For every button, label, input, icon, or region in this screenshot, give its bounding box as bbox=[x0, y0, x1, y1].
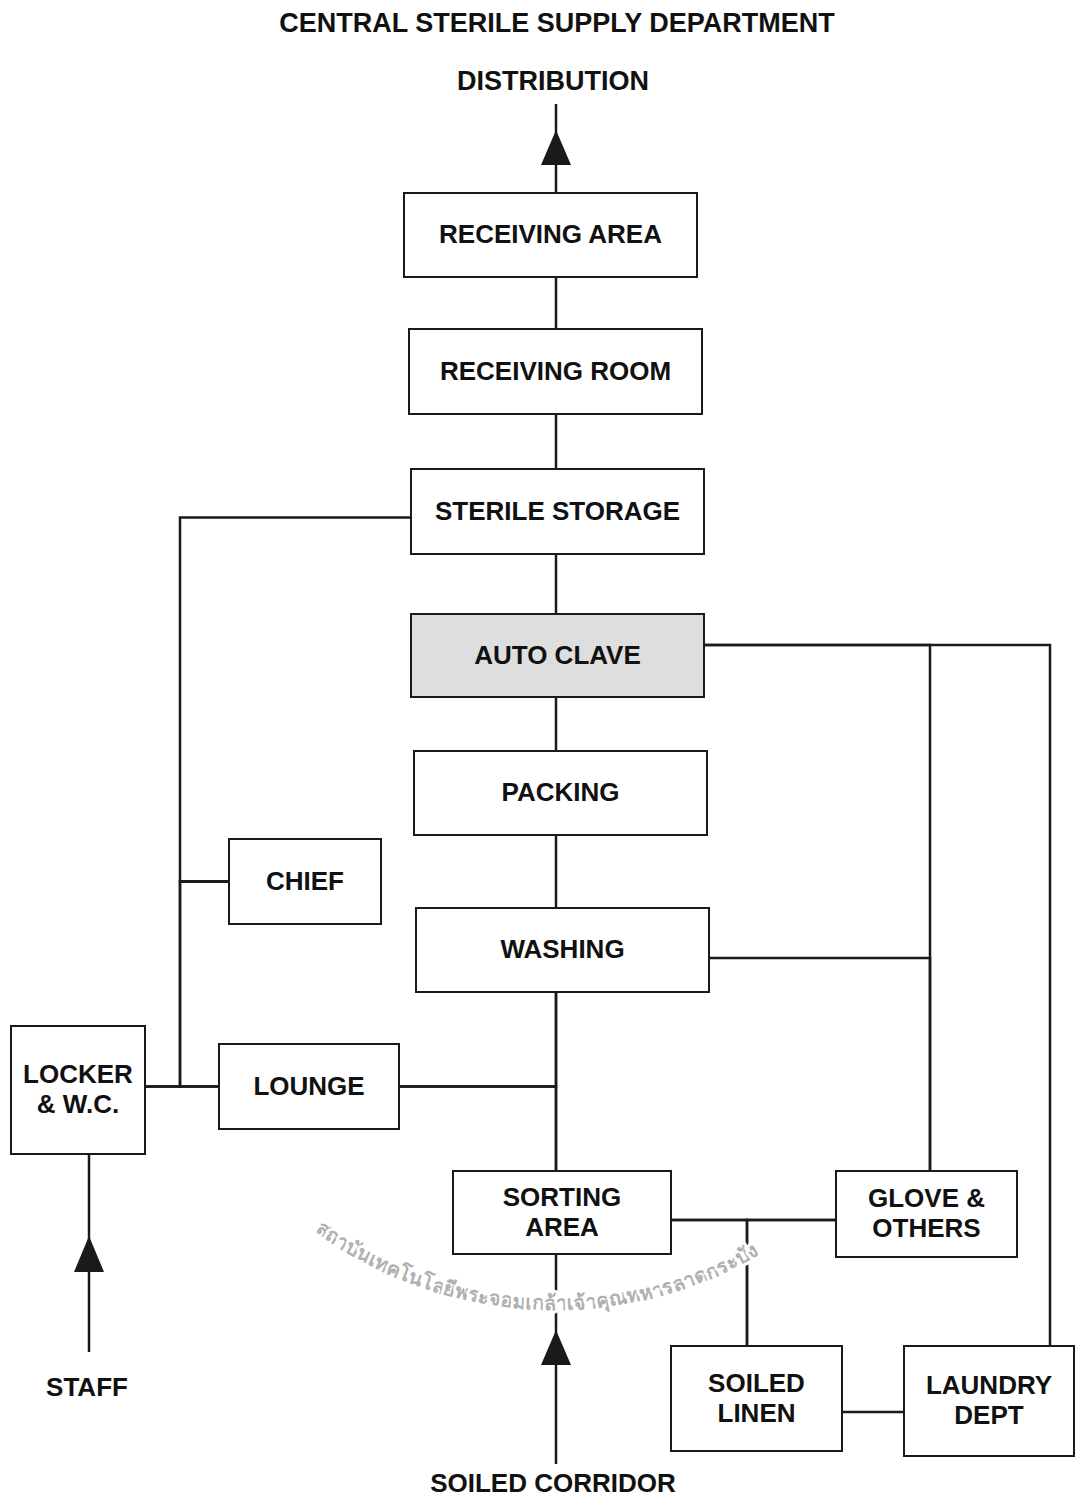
process-box: WASHING bbox=[415, 907, 710, 993]
process-box: SORTING AREA bbox=[452, 1170, 672, 1255]
process-box: LOCKER & W.C. bbox=[10, 1025, 146, 1155]
arrow-head bbox=[541, 130, 571, 165]
box-label: AUTO CLAVE bbox=[474, 641, 641, 671]
connector-line bbox=[180, 518, 410, 882]
box-label: SOILED LINEN bbox=[680, 1369, 833, 1429]
process-box: RECEIVING ROOM bbox=[408, 328, 703, 415]
box-label: RECEIVING ROOM bbox=[440, 357, 671, 387]
connector-line bbox=[555, 836, 558, 907]
process-box: GLOVE & OTHERS bbox=[835, 1170, 1018, 1258]
process-box: LAUNDRY DEPT bbox=[903, 1345, 1075, 1457]
box-label: LOUNGE bbox=[253, 1072, 364, 1102]
connector-line bbox=[555, 698, 558, 750]
box-label: STERILE STORAGE bbox=[435, 497, 680, 527]
box-label: LOCKER & W.C. bbox=[20, 1060, 136, 1120]
process-box: SOILED LINEN bbox=[670, 1345, 843, 1452]
box-label: PACKING bbox=[502, 778, 620, 808]
connector-line bbox=[705, 645, 930, 1170]
connector-line bbox=[555, 555, 558, 613]
connector-line bbox=[555, 278, 558, 328]
process-box: AUTO CLAVE bbox=[410, 613, 705, 698]
connector-line bbox=[710, 958, 930, 1170]
arrow-head bbox=[541, 1330, 571, 1365]
arrow-head bbox=[74, 1236, 104, 1272]
process-box: LOUNGE bbox=[218, 1043, 400, 1130]
connector-line bbox=[400, 1087, 556, 1171]
connector-line bbox=[400, 993, 556, 1087]
process-box: PACKING bbox=[413, 750, 708, 836]
box-label: GLOVE & OTHERS bbox=[845, 1184, 1008, 1244]
connector-line bbox=[146, 1085, 218, 1088]
connector-line bbox=[747, 1220, 835, 1345]
connector-line bbox=[705, 645, 1050, 1345]
box-label: CHIEF bbox=[266, 867, 344, 897]
connector-line bbox=[146, 882, 228, 1087]
flow-label: STAFF bbox=[0, 1372, 287, 1403]
connector-line bbox=[843, 1411, 903, 1414]
flow-label: DISTRIBUTION bbox=[353, 66, 753, 97]
flow-label: SOILED CORRIDOR bbox=[353, 1468, 753, 1499]
box-label: RECEIVING AREA bbox=[439, 220, 662, 250]
process-box: RECEIVING AREA bbox=[403, 192, 698, 278]
box-label: WASHING bbox=[500, 935, 624, 965]
diagram-title: CENTRAL STERILE SUPPLY DEPARTMENT bbox=[107, 8, 1007, 39]
box-label: LAUNDRY DEPT bbox=[913, 1371, 1065, 1431]
connector-line bbox=[555, 415, 558, 468]
box-label: SORTING AREA bbox=[476, 1183, 648, 1243]
process-box: STERILE STORAGE bbox=[410, 468, 705, 555]
process-box: CHIEF bbox=[228, 838, 382, 925]
